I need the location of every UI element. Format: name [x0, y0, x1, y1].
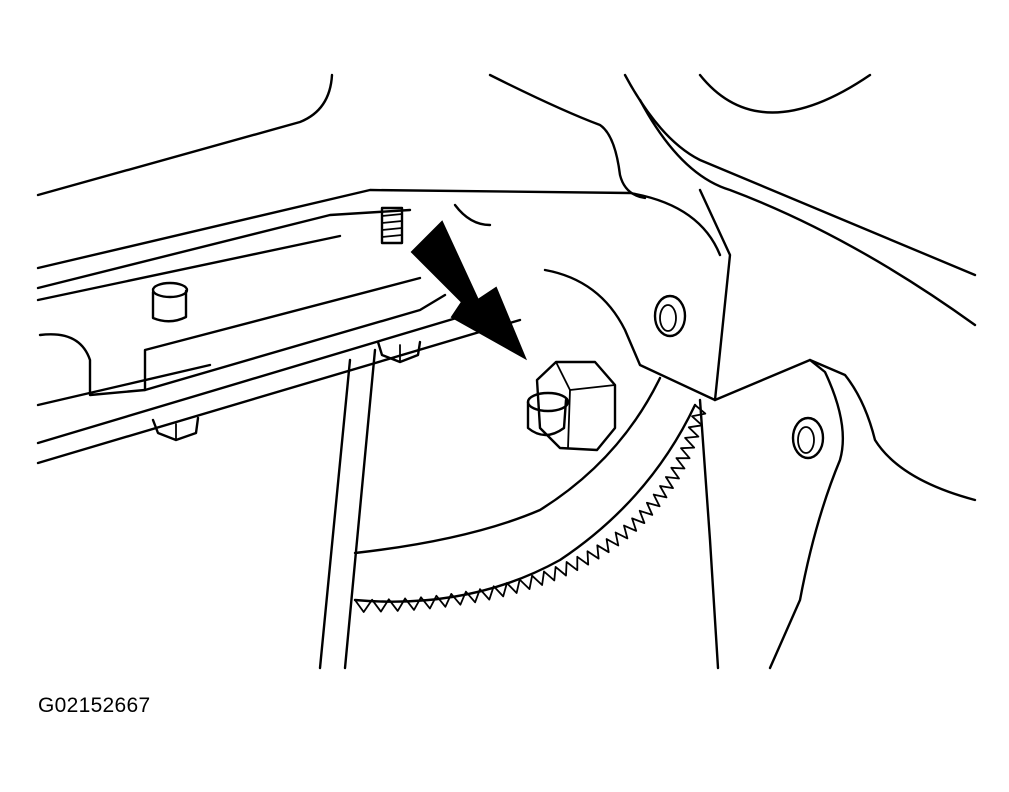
sector-gear	[353, 376, 707, 613]
pin-left	[151, 281, 189, 323]
support-arms	[318, 348, 720, 670]
slide-rail	[36, 188, 722, 465]
gear-teeth	[354, 404, 707, 613]
rail-nut-left	[151, 416, 200, 442]
pivot-nut	[526, 360, 617, 452]
rail-nut-center	[376, 340, 422, 364]
threaded-stud	[380, 206, 404, 245]
upper-housing	[36, 73, 977, 327]
gear-tooth-profile	[354, 404, 707, 613]
mounting-bracket	[453, 188, 977, 670]
figure-id-label: G02152667	[38, 694, 151, 717]
indicator-arrow	[410, 220, 528, 361]
